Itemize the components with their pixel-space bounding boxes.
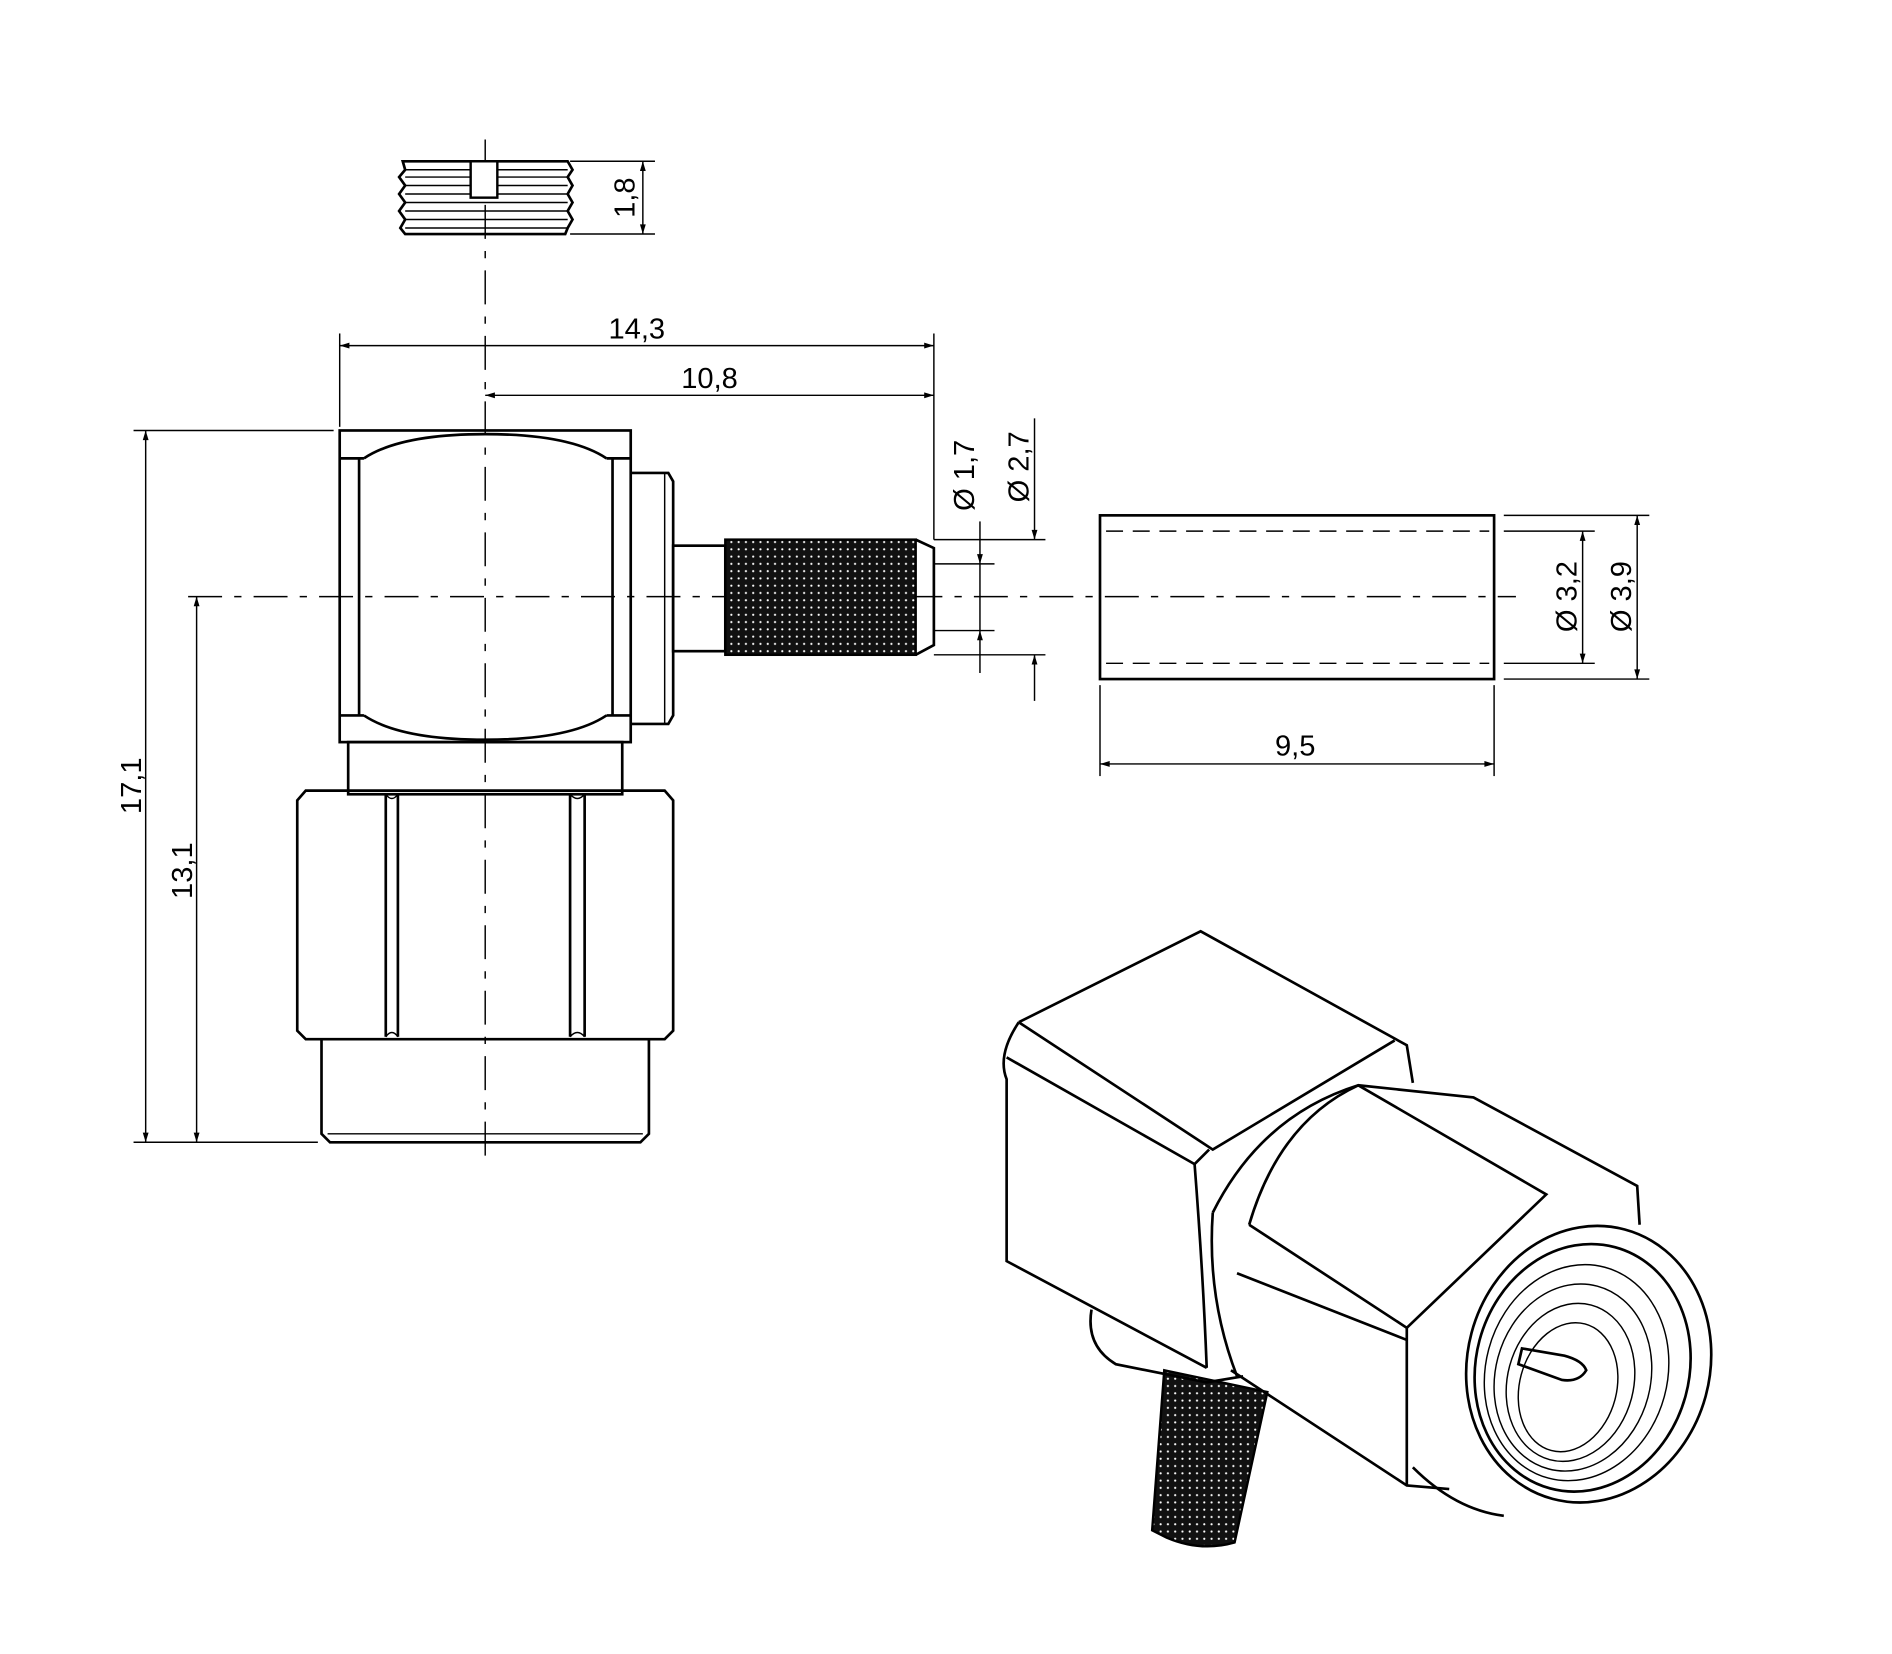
dim-sleeve-outer-dia: Ø 3,9 [1606, 561, 1638, 632]
dim-axis-height: 13,1 [167, 842, 199, 899]
dim-crimp-inner-dia: Ø 1,7 [949, 440, 981, 511]
dim-crimp-outer-dia: Ø 2,7 [1003, 431, 1035, 502]
threaded-insert [397, 159, 655, 236]
angle-body [295, 429, 936, 1144]
crimp-knurl [724, 538, 917, 657]
dim-sleeve-inner-dia: Ø 3,2 [1552, 561, 1584, 632]
dim-nut-height: 1,8 [609, 177, 641, 217]
dim-sleeve-length: 9,5 [1275, 730, 1315, 762]
dim-overall-height: 17,1 [116, 757, 148, 814]
crimp-ferrule [1098, 514, 1496, 681]
isometric-view [1002, 929, 1713, 1548]
dim-overall-length: 14,3 [608, 313, 665, 345]
dim-axis-to-tip: 10,8 [681, 363, 738, 395]
